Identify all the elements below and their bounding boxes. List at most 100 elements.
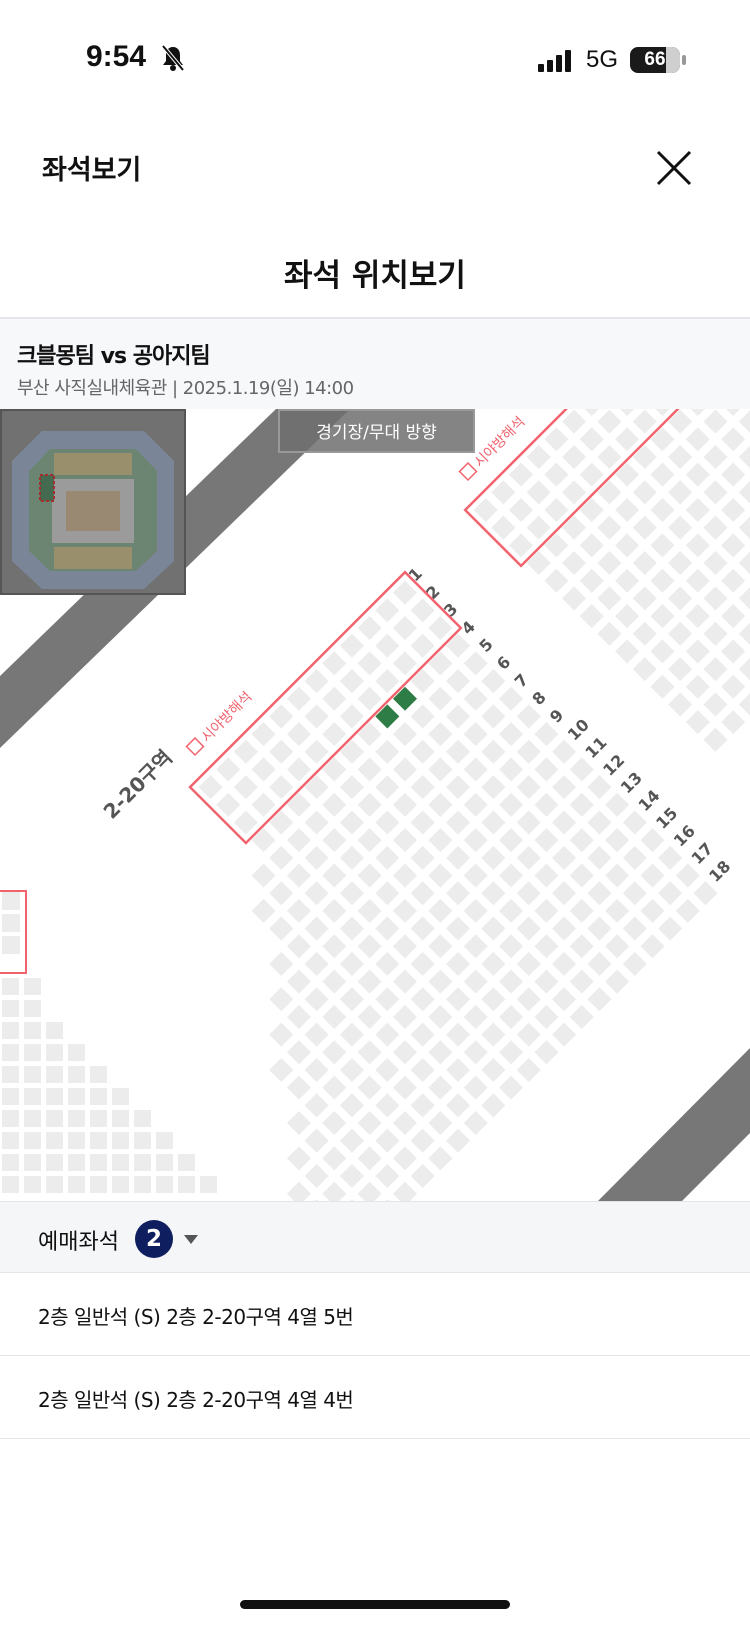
seat[interactable]	[322, 1040, 347, 1065]
seat[interactable]	[339, 1057, 364, 1082]
seat[interactable]	[579, 568, 604, 593]
seat[interactable]	[428, 828, 453, 853]
seat[interactable]	[446, 1128, 471, 1153]
seat[interactable]	[632, 586, 657, 611]
seat[interactable]	[410, 669, 435, 694]
seat[interactable]	[304, 775, 329, 800]
seat[interactable]	[357, 828, 382, 853]
seat[interactable]	[339, 951, 364, 976]
seat[interactable]	[463, 934, 488, 959]
seat[interactable]	[375, 1164, 400, 1189]
seat[interactable]	[721, 604, 746, 629]
seat[interactable]	[446, 739, 471, 764]
seat[interactable]	[68, 1044, 85, 1061]
seat[interactable]	[286, 863, 311, 888]
seat[interactable]	[357, 651, 382, 676]
seat[interactable]	[134, 1132, 151, 1149]
seat[interactable]	[410, 1022, 435, 1047]
seat[interactable]	[463, 1040, 488, 1065]
seat[interactable]	[446, 1022, 471, 1047]
seat[interactable]	[68, 1088, 85, 1105]
seat[interactable]	[668, 621, 693, 646]
seat[interactable]	[738, 621, 750, 646]
seat[interactable]	[499, 1004, 524, 1029]
seat[interactable]	[304, 1022, 329, 1047]
seat[interactable]	[562, 444, 587, 469]
seat[interactable]	[516, 739, 541, 764]
seat[interactable]	[463, 1075, 488, 1100]
seat[interactable]	[339, 1022, 364, 1047]
seat[interactable]	[738, 551, 750, 576]
seat[interactable]	[2, 1000, 19, 1017]
seat[interactable]	[516, 1022, 541, 1047]
seat[interactable]	[534, 934, 559, 959]
seat[interactable]	[605, 792, 630, 817]
seat[interactable]	[322, 757, 347, 782]
seat[interactable]	[685, 497, 710, 523]
seat[interactable]	[552, 881, 577, 906]
seat[interactable]	[428, 651, 453, 676]
seat[interactable]	[112, 1110, 129, 1127]
seat[interactable]	[392, 1146, 418, 1171]
seat[interactable]	[322, 686, 347, 711]
seat[interactable]	[357, 863, 382, 888]
seat[interactable]	[463, 792, 488, 817]
seat[interactable]	[392, 757, 418, 782]
seat[interactable]	[410, 1164, 435, 1189]
seat[interactable]	[481, 845, 506, 870]
seat[interactable]	[569, 934, 594, 959]
seat[interactable]	[534, 757, 559, 782]
seat[interactable]	[198, 775, 223, 800]
seat[interactable]	[90, 1154, 107, 1171]
seat[interactable]	[68, 1132, 85, 1149]
seat[interactable]	[499, 686, 524, 711]
seat[interactable]	[251, 757, 276, 782]
seat[interactable]	[587, 951, 612, 976]
seat[interactable]	[90, 1110, 107, 1127]
seat[interactable]	[286, 1110, 311, 1136]
seat[interactable]	[428, 863, 453, 888]
seat[interactable]	[587, 916, 612, 941]
seat[interactable]	[685, 674, 710, 699]
seat[interactable]	[428, 898, 453, 923]
seat[interactable]	[357, 722, 382, 747]
seat[interactable]	[375, 845, 400, 870]
seat[interactable]	[428, 686, 453, 711]
seat[interactable]	[552, 951, 577, 976]
seat[interactable]	[597, 621, 622, 646]
stage-direction-button[interactable]: 경기장/무대 방향	[278, 409, 475, 453]
seat[interactable]	[668, 444, 693, 469]
seat[interactable]	[579, 604, 604, 629]
seat[interactable]	[569, 863, 594, 888]
seat[interactable]	[375, 1128, 400, 1153]
seat[interactable]	[304, 845, 329, 870]
seat[interactable]	[392, 651, 418, 676]
seat[interactable]	[534, 898, 559, 923]
seat[interactable]	[392, 580, 418, 605]
seat[interactable]	[615, 462, 640, 487]
seat[interactable]	[46, 1088, 63, 1105]
seat[interactable]	[615, 427, 640, 452]
seat[interactable]	[24, 978, 41, 995]
seat[interactable]	[322, 898, 347, 923]
seat[interactable]	[304, 704, 329, 729]
seat[interactable]	[685, 639, 710, 664]
seat[interactable]	[24, 1154, 41, 1171]
seat[interactable]	[632, 551, 657, 576]
seat[interactable]	[622, 916, 647, 941]
seat[interactable]	[579, 462, 604, 487]
seat[interactable]	[304, 810, 329, 835]
seat[interactable]	[410, 916, 435, 941]
seat[interactable]	[481, 951, 506, 976]
seat[interactable]	[499, 757, 524, 782]
seat[interactable]	[605, 863, 630, 888]
home-indicator[interactable]	[240, 1600, 510, 1609]
seat[interactable]	[357, 616, 382, 641]
seat[interactable]	[703, 551, 728, 576]
seat[interactable]	[685, 409, 710, 416]
seat[interactable]	[322, 828, 347, 853]
seat[interactable]	[357, 757, 382, 782]
seat[interactable]	[112, 1154, 129, 1171]
seat[interactable]	[392, 863, 418, 888]
seat[interactable]	[286, 686, 311, 711]
